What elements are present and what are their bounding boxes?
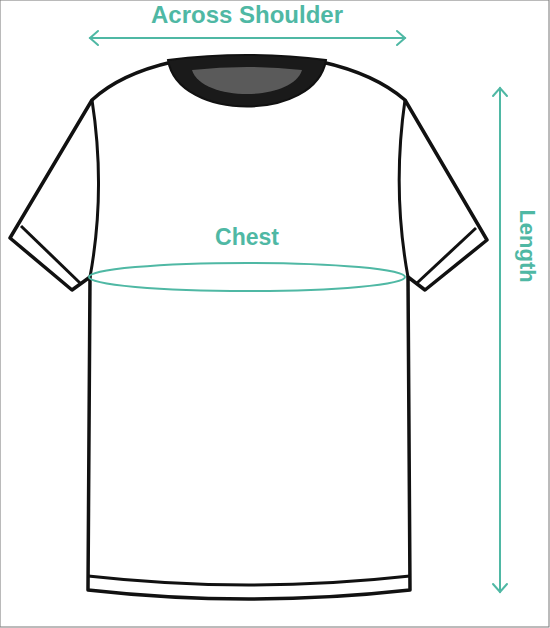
left-cuff: [21, 226, 80, 283]
hem-line: [88, 576, 410, 585]
right-armhole: [399, 100, 408, 277]
length-arrow: [493, 88, 507, 592]
collar-inside: [192, 67, 302, 94]
dimension-label: Across Shoulder: [151, 2, 343, 28]
shoulder-arrow: [90, 31, 405, 45]
chest-measure: [89, 263, 405, 291]
collar: [168, 55, 326, 107]
right-cuff: [417, 228, 476, 283]
left-armhole: [90, 100, 99, 277]
shirt-outline: [10, 62, 487, 599]
dimension-label: Chest: [215, 225, 279, 250]
dimension-label: Length: [515, 209, 539, 282]
